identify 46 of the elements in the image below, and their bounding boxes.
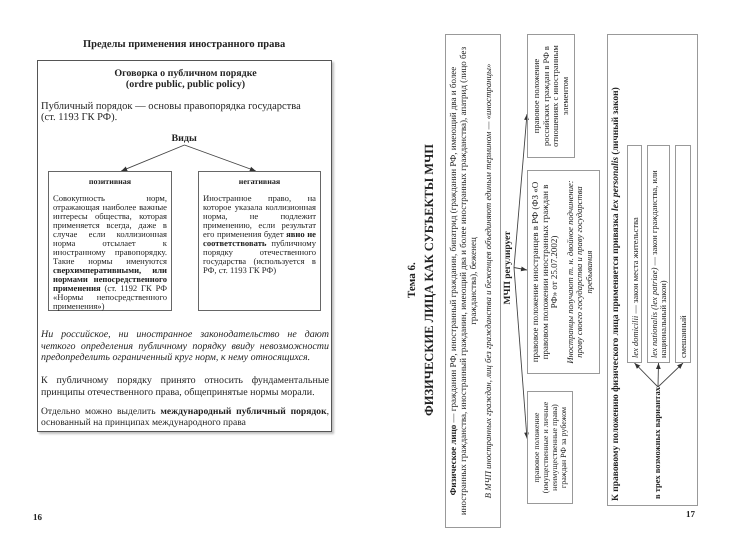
box-text: правовое положение (имущественные и личные неимущественные права) граждан РФ за рубежом bbox=[532, 400, 568, 496]
branch-label: МЧП регулирует bbox=[503, 231, 514, 304]
scope-box bbox=[527, 391, 573, 504]
box-text: lex nationalis (lex patriae) — закон гражданства, или национальный закон) bbox=[650, 169, 668, 358]
section-panel bbox=[607, 34, 698, 506]
arrow bbox=[120, 144, 185, 172]
body-text: Отдельно можно выделить международный публичный порядок, основанный на принципах международного права bbox=[41, 407, 329, 428]
variant-box bbox=[627, 145, 642, 363]
body-text: Публичный порядок — основы правопорядка государства (ст. 1193 ГК РФ). bbox=[41, 101, 302, 123]
box-heading: негативная bbox=[238, 177, 282, 186]
box-text: правовое положение российских граждан в РФ в отношениях с иностранным элементом bbox=[532, 44, 570, 149]
body-text: К публичному порядку принято относить фундаментальные принципы отечественного права, общепринятые нормы морали. bbox=[41, 375, 329, 398]
note-text: Иностранцы получают т. н. двойное подчинение: праву своего государства и праву государства пребывания bbox=[566, 179, 594, 366]
topic-number: Тема 6. bbox=[406, 262, 419, 298]
arrow bbox=[514, 114, 529, 268]
box-text: смешанный bbox=[678, 314, 688, 358]
scope-box bbox=[527, 170, 600, 374]
scope-box bbox=[527, 34, 575, 158]
box-text: Иностранное право, на которое указала коллизионная норма, не подлежит применению, если результат его применения будет явно не соответствовать публичному порядку отечественного государства (используется в РФ, ст. 1193 ГК РФ) bbox=[203, 194, 316, 275]
page-number: 17 bbox=[686, 509, 695, 520]
variant-box bbox=[647, 145, 670, 363]
arrow bbox=[514, 267, 529, 439]
arrow bbox=[514, 266, 528, 272]
page-title: ФИЗИЧЕСКИЕ ЛИЦА КАК СУБЪЕКТЫ МЧП bbox=[422, 144, 436, 416]
note-text: В МЧП иностранных граждан, лиц без гражданства и беженцев объединяют единым термином — «иностранцы» bbox=[483, 62, 493, 500]
branch-label: Виды bbox=[172, 133, 197, 144]
branch-label: в трех возможных вариантах bbox=[653, 387, 663, 499]
box-text: Совокупность норм, отражающая наиболее важные интересы общества, которая применяется всегда, даже в случае если коллизионная норма отсылает к иностранному правопорядку. Такие нормы именуются сверхимперативными, или нормами непосредственного применения (ст. 1192 ГК РФ «Нормы непосредственного применения») bbox=[53, 194, 167, 311]
arrow bbox=[184, 144, 256, 172]
arrow bbox=[656, 362, 661, 388]
type-box bbox=[48, 171, 172, 311]
box-text: правовое положение иностранцев в РФ (ФЗ «О правовом положении иностранных граждан в РФ» от 25.07.2002) bbox=[531, 180, 560, 364]
arrow bbox=[658, 362, 684, 388]
definition-text: Физическое лицо — гражданин РФ, иностранный гражданин, бипатрид (гражданин РФ, имеющий два и более иностранных гражданства, иностранный гражданин, имеющий два и более иностранных гражданства), апатрид (лицо без гражданства), беженец bbox=[449, 46, 478, 518]
panel-heading: К правовому положению физического лица применяется привязка lex personalis (личный закон) bbox=[611, 86, 622, 501]
arrow bbox=[634, 362, 658, 388]
box-text: lex domicilii — закон места жительства bbox=[630, 216, 640, 358]
panel-heading: Оговорка о публичном порядке (ordre public, public policy) bbox=[113, 69, 258, 90]
variant-box bbox=[675, 145, 691, 363]
section-panel bbox=[37, 60, 332, 432]
type-box bbox=[198, 171, 321, 311]
box-heading: позитивная bbox=[88, 177, 132, 186]
page-number: 16 bbox=[33, 512, 42, 522]
definition-box bbox=[445, 34, 501, 528]
page-title: Пределы применения иностранного права bbox=[83, 39, 286, 52]
note-text: Ни российское, ни иностранное законодательство не дают четкого определения публичному порядку ввиду невозможности предопределить ограниченный круг норм, к нему относящихся. bbox=[41, 329, 329, 364]
